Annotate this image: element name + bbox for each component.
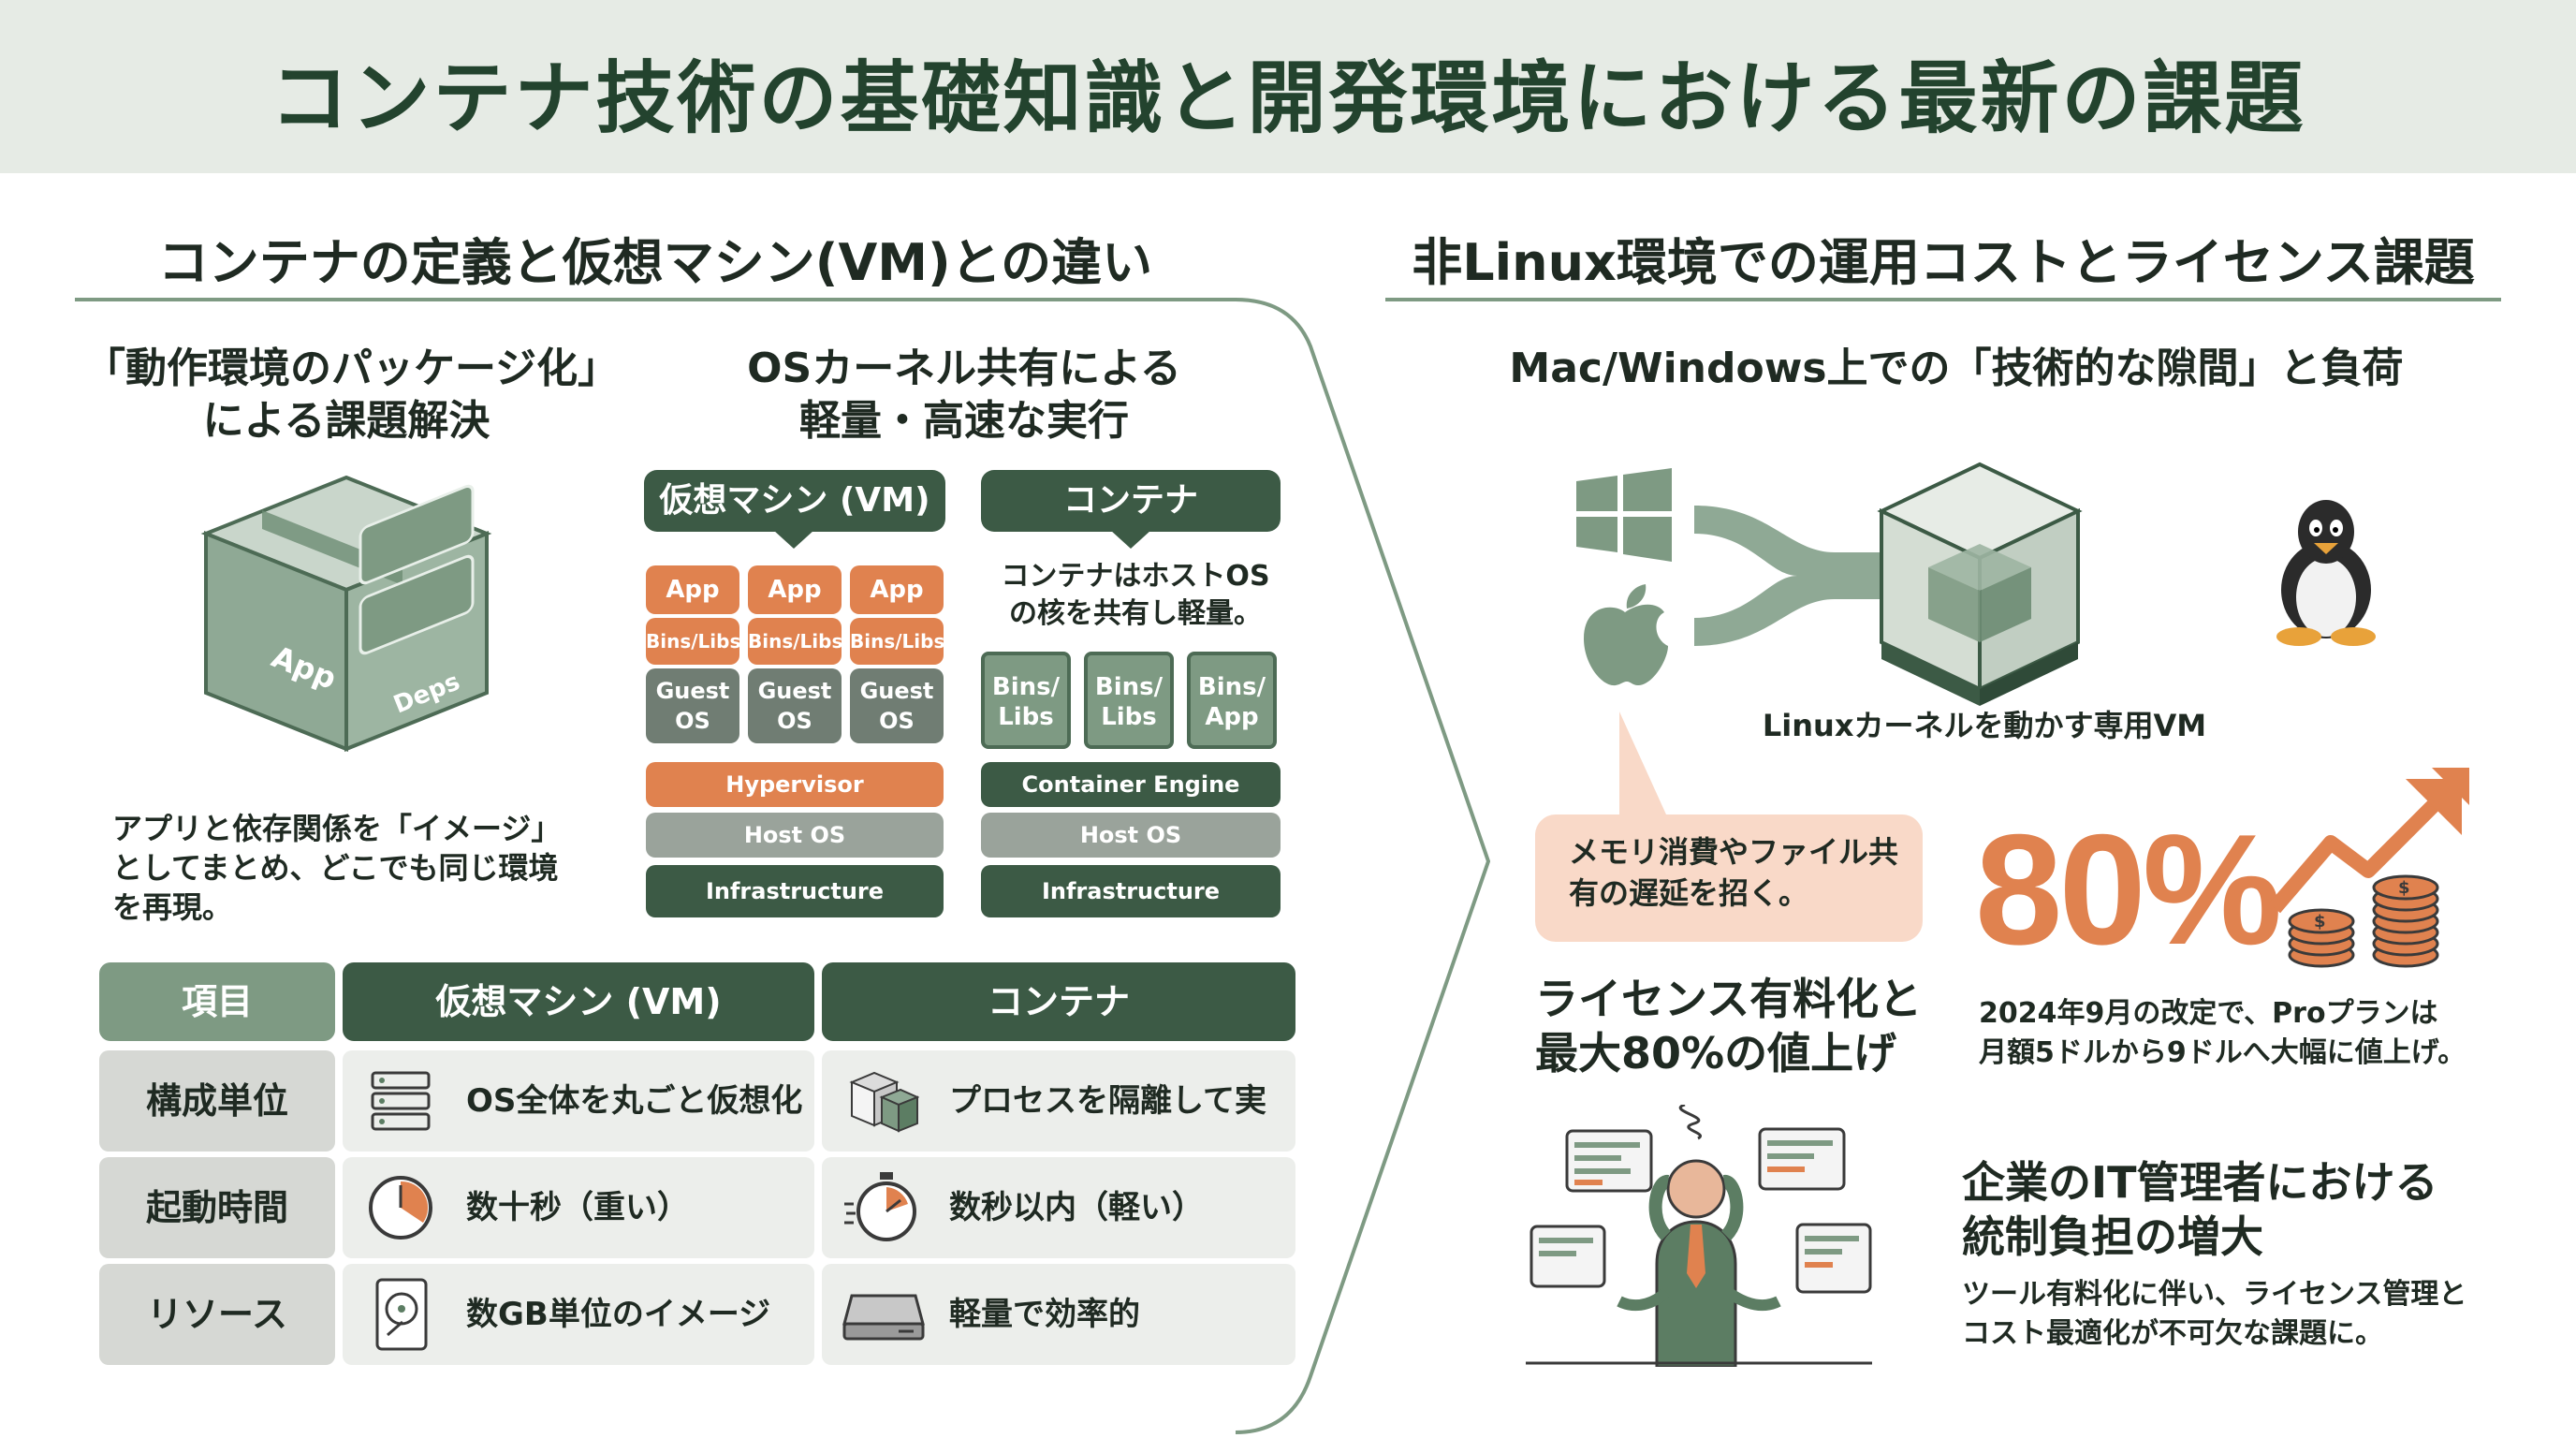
vm-column: App Bins/Libs Guest OS [748,565,842,743]
container-hostos-layer: Host OS [981,813,1281,858]
price-description: 2024年9月の改定で、Proプランは 月額5ドルから9ドルへ大幅に値上げ。 [1979,997,2466,1069]
admin-heading: 企業のIT管理者における 統制負担の増大 [1962,1157,2438,1262]
container-box: Bins/ Libs [981,652,1071,749]
harddisk-icon [375,1278,428,1351]
vm-bins-layer: Bins/Libs [646,618,740,665]
table-cell-vm: 数十秒（重い） [343,1157,814,1258]
vm-guestos-layer: Guest OS [748,668,842,743]
table-header-vm: 仮想マシン (VM) [343,962,814,1041]
container-cube-icon: App Libs Deps [200,475,492,752]
container-infrastructure-layer: Infrastructure [981,865,1281,917]
linux-vm-cube-icon [1877,462,2083,706]
vm-column: App Bins/Libs Guest OS [646,565,740,743]
bubble-text: メモリ消費やファイル共 有の遅延を招く。 [1569,834,1899,911]
price-increase-figure: 80% [1975,801,2282,977]
vm-bins-layer: Bins/Libs [850,618,944,665]
vm-hypervisor-layer: Hypervisor [646,762,944,807]
container-note: コンテナはホストOS の核を共有し軽量。 [1001,560,1270,630]
boxes-icon [849,1071,919,1133]
table-cell-container-text: 数秒以内（軽い） [949,1189,1204,1226]
linux-penguin-icon [2276,500,2376,646]
table-cell-container: 軽量で効率的 [822,1264,1295,1365]
svg-text:$: $ [2398,878,2410,898]
apple-icon [1584,584,1668,686]
container-engine-layer: Container Engine [981,762,1281,807]
table-cell-vm: OS全体を丸ごと仮想化 [343,1050,814,1152]
title-bar [0,0,2576,173]
table-header-container: コンテナ [822,962,1295,1041]
price-heading: ライセンス有料化と 最大80%の値上げ [1535,974,1923,1078]
table-row-label: 構成単位 [99,1050,335,1152]
vm-guestos-layer: Guest OS [850,668,944,743]
table-cell-container-text: プロセスを隔離して実行 [949,1082,1266,1221]
vm-column: App Bins/Libs Guest OS [850,565,944,743]
vm-app-layer: App [850,565,944,614]
container-header: コンテナ [981,470,1281,532]
svg-text:$: $ [2314,912,2326,932]
vm-bins-layer: Bins/Libs [748,618,842,665]
windows-icon [1576,468,1672,562]
table-cell-vm-text: 数GB単位のイメージ [466,1296,771,1333]
vm-app-layer: App [646,565,739,614]
table-cell-vm: 数GB単位のイメージ [343,1264,814,1365]
vm-app-layer: App [748,565,842,614]
admin-description: ツール有料化に伴い、ライセンス管理と コスト最適化が不可欠な課題に。 [1962,1278,2467,1350]
table-header-item: 項目 [99,962,335,1041]
vm-guestos-layer: Guest OS [646,668,739,743]
vm-hostos-layer: Host OS [646,813,944,858]
stopwatch-icon [844,1172,916,1241]
container-header-pointer [1110,530,1151,549]
vm-infrastructure-layer: Infrastructure [646,865,944,917]
kernel-heading: OSカーネル共有による 軽量・高速な実行 [747,345,1181,445]
table-cell-container-text: 軽量で効率的 [949,1296,1140,1333]
vm-header-pointer [773,530,814,549]
table-cell-vm-text: OS全体を丸ごと仮想化 [466,1082,803,1120]
packaging-heading: 「動作環境のパッケージ化」 による課題解決 [84,345,620,445]
table-row-label: リソース [99,1264,335,1365]
page-title: コンテナ技術の基礎知識と開発環境における最新の課題 [270,52,2306,144]
right-section-title: 非Linux環境での運用コストとライセンス課題 [1412,233,2475,292]
server-icon [371,1071,431,1131]
stressed-admin-icon [1526,1105,1872,1367]
table-cell-container: 数秒以内（軽い） [822,1157,1295,1258]
speech-bubble [1535,712,1923,942]
coins-rising-arrow-icon: $ $ [2268,768,2469,968]
merge-arrow-icon [1694,506,1881,646]
packaging-description: アプリと依存関係を「イメージ」 としてまとめ、どこでも同じ環境 を再現。 [112,811,562,925]
left-section-title: コンテナの定義と仮想マシン(VM)との違い [157,233,1153,292]
table-cell-container: プロセスを隔離して実行 [822,1050,1295,1221]
clock-icon [369,1176,432,1240]
container-box: Bins/ App [1187,652,1277,749]
vm-columns: App Bins/Libs Guest OS App Bins/Libs Gue… [646,565,944,753]
gap-heading: Mac/Windows上での「技術的な隙間」と負荷 [1509,345,2404,392]
table-row-label: 起動時間 [99,1157,335,1258]
container-box: Bins/ Libs [1084,652,1174,749]
linux-vm-caption: Linuxカーネルを動かす専用VM [1762,708,2207,743]
drive-icon [842,1294,925,1341]
vm-header: 仮想マシン (VM) [644,470,945,532]
table-cell-vm-text: 数十秒（重い） [466,1189,689,1226]
